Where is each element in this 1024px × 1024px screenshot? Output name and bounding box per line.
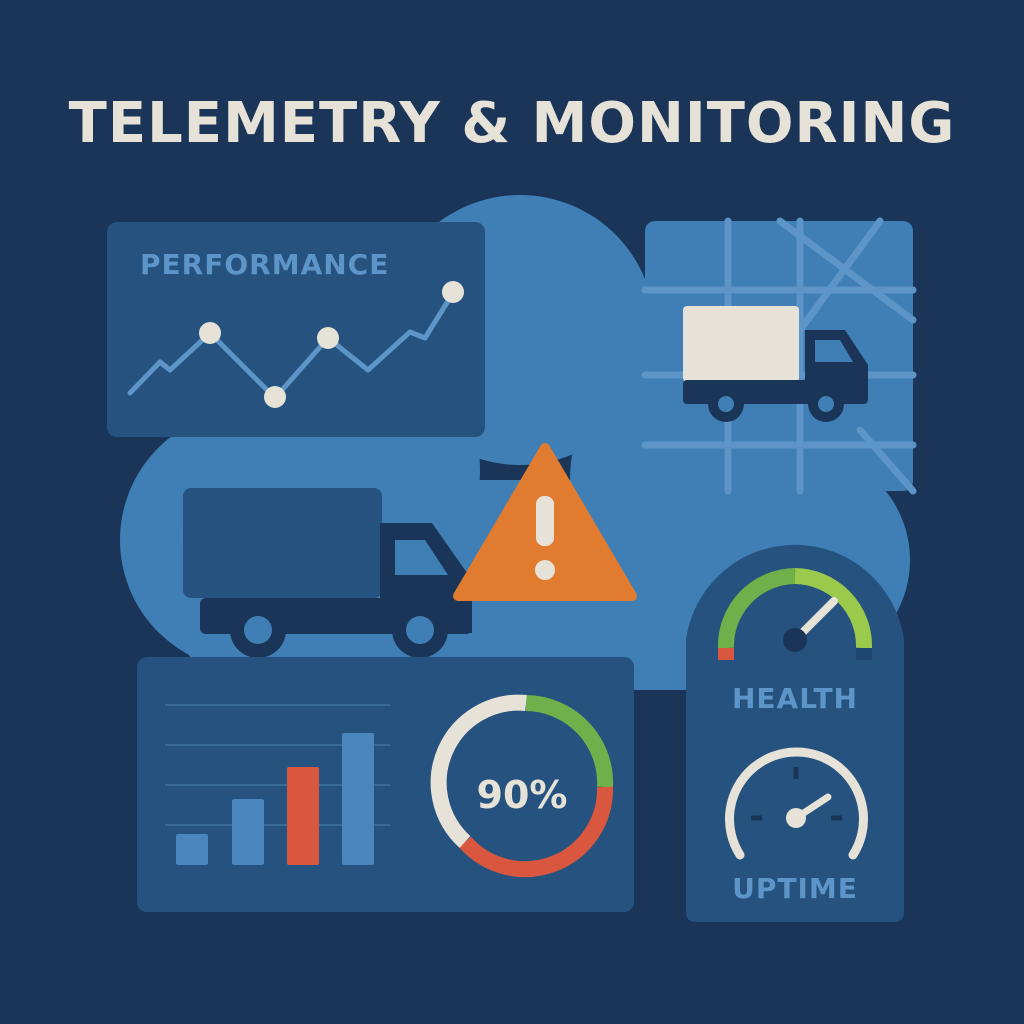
page-title: TELEMETRY & MONITORING — [69, 91, 956, 156]
gauge-panel: HEALTH UPTIME — [686, 544, 904, 922]
map-truck-icon — [683, 306, 868, 422]
warning-icon — [453, 443, 637, 601]
health-gauge-icon — [717, 568, 873, 660]
donut-gauge-icon: 90% — [430, 694, 614, 878]
map-panel — [641, 217, 917, 495]
health-label: HEALTH — [732, 682, 858, 715]
delivery-truck-icon — [183, 488, 472, 658]
line-chart-icon — [127, 281, 464, 408]
bar-chart-icon — [165, 704, 390, 865]
performance-label: PERFORMANCE — [140, 248, 389, 281]
speedometer-icon — [725, 747, 868, 860]
metrics-panel: 90% — [137, 657, 634, 912]
performance-panel: PERFORMANCE — [107, 222, 485, 437]
percent-label: 90% — [477, 773, 568, 817]
uptime-label: UPTIME — [732, 872, 858, 905]
